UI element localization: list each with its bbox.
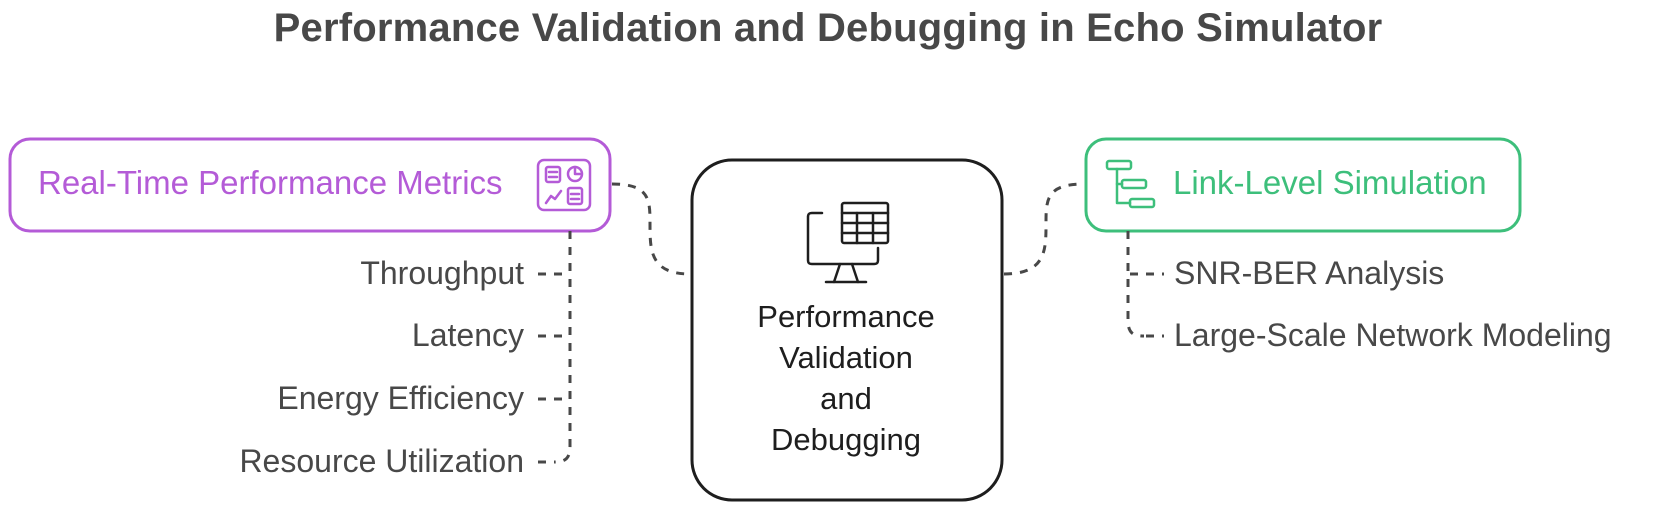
monitor-table-icon	[806, 201, 890, 284]
right-item-network-modeling: Large-Scale Network Modeling	[1174, 317, 1612, 353]
dashboard-icon	[536, 158, 592, 212]
center-label-line: and	[820, 381, 872, 416]
center-label-line: Validation	[779, 340, 913, 375]
center-label-line: Performance	[757, 299, 935, 334]
center-box	[690, 158, 1004, 502]
left-branch-label: Real-Time Performance Metrics	[38, 164, 503, 201]
left-item-throughput: Throughput	[360, 255, 524, 291]
connector-left-to-center	[611, 182, 691, 276]
right-item-snr-ber: SNR-BER Analysis	[1174, 255, 1445, 291]
hierarchy-icon	[1105, 159, 1156, 209]
right-branch-label: Link-Level Simulation	[1173, 164, 1487, 201]
center-label-line: Debugging	[771, 422, 921, 457]
right-branch-box	[1084, 137, 1522, 233]
left-trunk	[553, 231, 572, 464]
center-label: Performance Validation and Debugging	[690, 296, 1002, 460]
diagram-title: Performance Validation and Debugging in …	[273, 6, 1383, 50]
right-trunk	[1126, 231, 1145, 338]
left-item-energy-efficiency: Energy Efficiency	[277, 380, 524, 416]
left-item-latency: Latency	[411, 317, 524, 353]
left-item-resource-utilization: Resource Utilization	[239, 443, 524, 479]
left-branch-box	[8, 137, 612, 233]
connector-center-to-right	[1003, 182, 1085, 276]
